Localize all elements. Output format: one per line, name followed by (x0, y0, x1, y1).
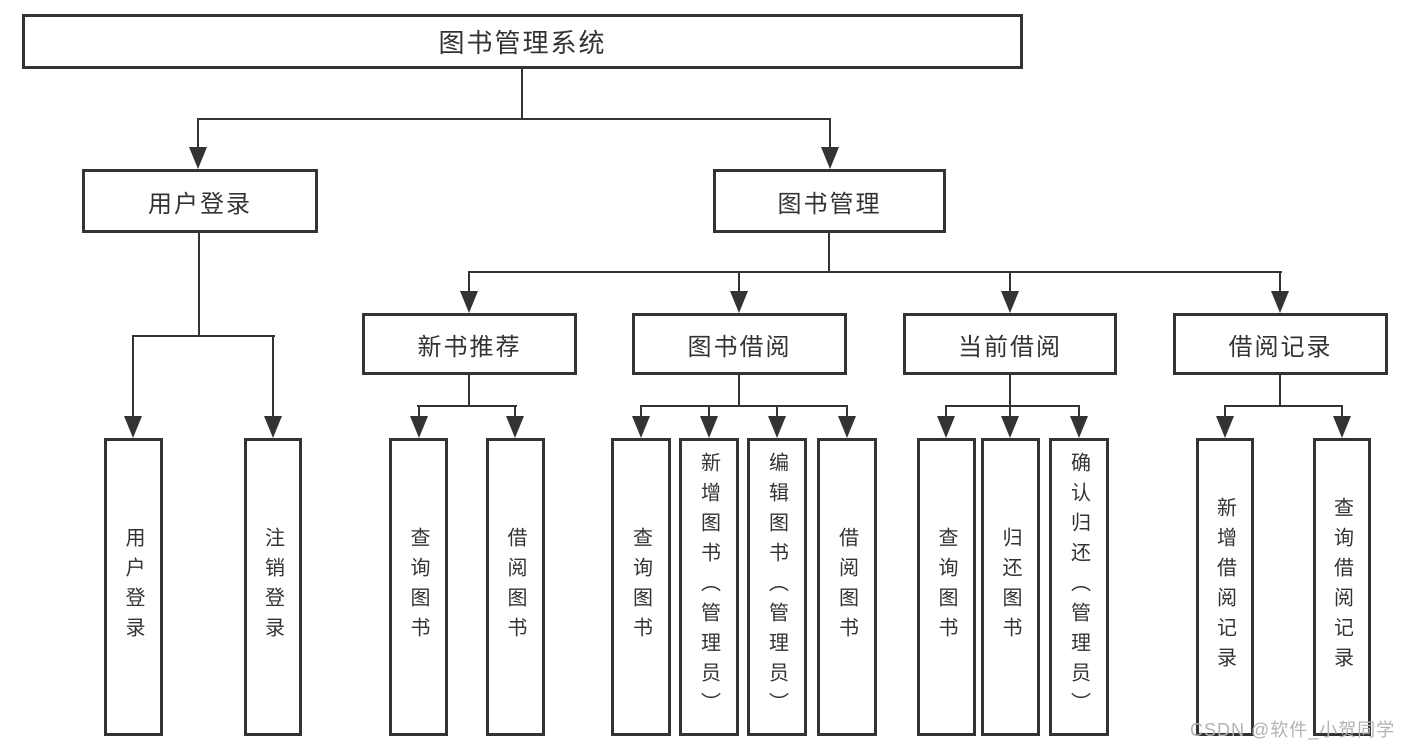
leaf-confirm-return-admin: 确认归还（管理员） (1049, 438, 1109, 736)
arrow-to-query-book-3 (937, 405, 955, 438)
connector-book-borrow-stub (738, 375, 740, 407)
arrow-to-query-book-1 (410, 405, 428, 438)
connector-level3-branch (468, 271, 1282, 273)
connector-current-borrow-branch (945, 405, 1080, 407)
leaf-query-book-3: 查询图书 (917, 438, 976, 736)
connector-borrow-record-stub (1279, 375, 1281, 407)
leaf-add-book-admin: 新增图书（管理员） (679, 438, 739, 736)
leaf-borrow-book-2: 借阅图书 (817, 438, 877, 736)
leaf-logout: 注销登录 (244, 438, 302, 736)
arrow-to-new-book-recommend (460, 271, 478, 313)
arrow-to-confirm-return (1070, 405, 1088, 438)
node-root: 图书管理系统 (22, 14, 1023, 69)
arrow-to-book-borrow (730, 271, 748, 313)
arrow-to-add-book (700, 405, 718, 438)
arrow-to-borrow-book-1 (506, 405, 524, 438)
node-current-borrow: 当前借阅 (903, 313, 1117, 375)
arrow-to-current-borrow (1001, 271, 1019, 313)
csdn-watermark: CSDN @软件_小贺同学 (1190, 720, 1396, 740)
connector-new-book-stub (468, 375, 470, 407)
arrow-to-add-borrow-record (1216, 405, 1234, 438)
connector-user-login-stub (198, 233, 200, 337)
connector-level1-branch (197, 118, 831, 120)
connector-user-login-branch (132, 335, 275, 337)
connector-book-borrow-branch (640, 405, 848, 407)
leaf-add-borrow-record: 新增借阅记录 (1196, 438, 1254, 736)
leaf-borrow-book-1: 借阅图书 (486, 438, 545, 736)
node-new-book-recommend: 新书推荐 (362, 313, 577, 375)
node-book-management: 图书管理 (713, 169, 946, 233)
leaf-edit-book-admin: 编辑图书（管理员） (747, 438, 807, 736)
arrow-to-user-login (189, 118, 207, 169)
connector-current-borrow-stub (1009, 375, 1011, 407)
node-book-borrow: 图书借阅 (632, 313, 847, 375)
arrow-to-leaf-logout (264, 335, 282, 438)
leaf-query-borrow-record: 查询借阅记录 (1313, 438, 1371, 736)
connector-new-book-branch (417, 405, 517, 407)
connector-book-management-stub (828, 233, 830, 273)
arrow-to-return-book (1001, 405, 1019, 438)
leaf-user-login: 用户登录 (104, 438, 163, 736)
leaf-query-book-2: 查询图书 (611, 438, 671, 736)
leaf-query-book-1: 查询图书 (389, 438, 448, 736)
arrow-to-query-borrow-record (1333, 405, 1351, 438)
connector-root-stub (521, 69, 523, 119)
arrow-to-leaf-user-login (124, 335, 142, 438)
leaf-return-book: 归还图书 (981, 438, 1040, 736)
arrow-to-edit-book (768, 405, 786, 438)
arrow-to-borrow-book-2 (838, 405, 856, 438)
arrow-to-book-management (821, 118, 839, 169)
arrow-to-borrow-record (1271, 271, 1289, 313)
node-borrow-record: 借阅记录 (1173, 313, 1388, 375)
connector-borrow-record-branch (1224, 405, 1343, 407)
arrow-to-query-book-2 (632, 405, 650, 438)
node-user-login: 用户登录 (82, 169, 318, 233)
